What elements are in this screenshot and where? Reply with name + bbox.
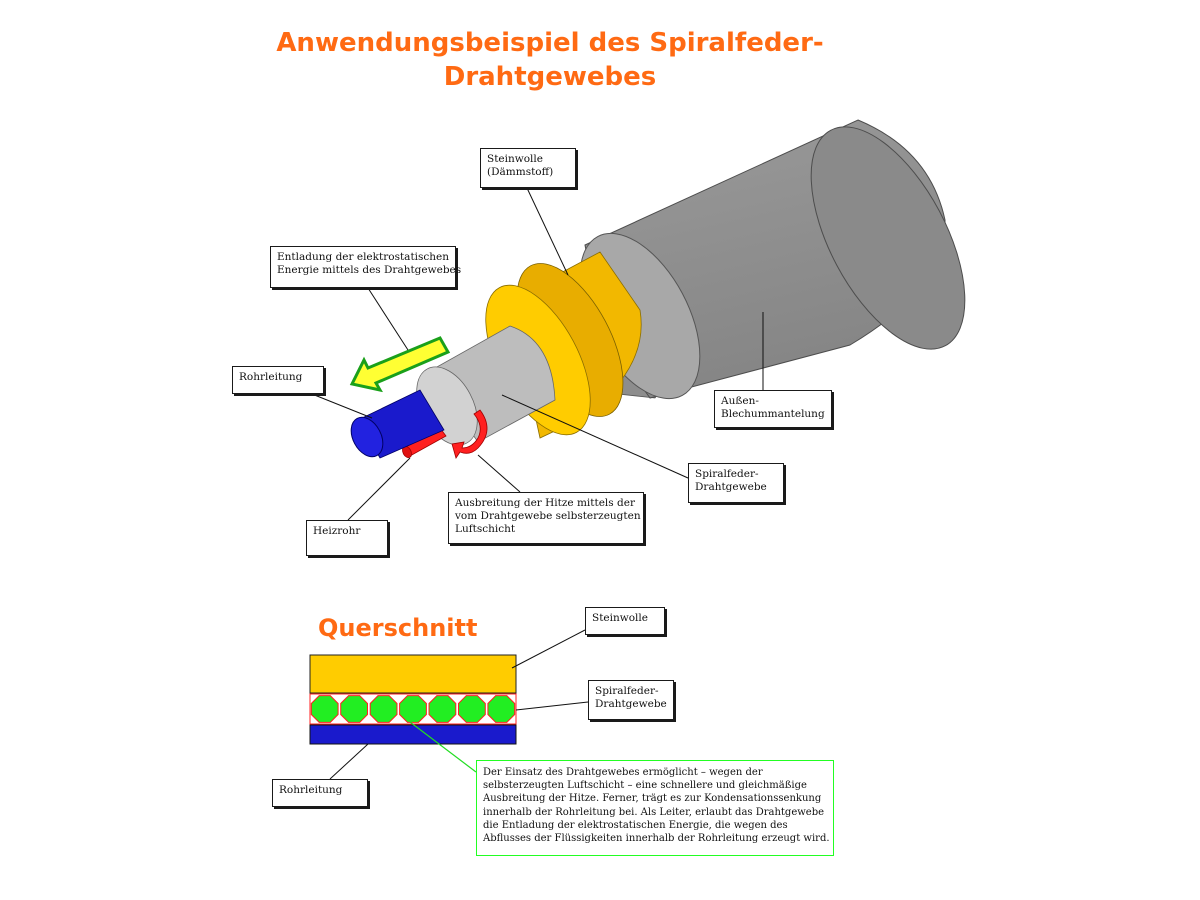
leader-rohrleitung-top [311,393,373,419]
label-spiralfeder-top: Spiralfeder- Drahtgewebe [688,463,784,503]
note-line: selbsterzeugten Luftschicht – eine schne… [483,780,807,792]
label-line: (Dämmstoff) [487,166,554,178]
mesh-cell [399,695,427,723]
note-line: innerhalb der Rohrleitung bei. Als Leite… [483,806,825,818]
mesh-cell [340,695,368,723]
label-steinwolle-bottom: Steinwolle [585,607,665,635]
label-line: vom Drahtgewebe selbsterzeugten [455,510,641,522]
label-line: Blechummantelung [721,408,825,420]
mesh-cell [310,695,339,723]
leader-rohr2 [329,743,369,780]
label-ausbreitung: Ausbreitung der Hitze mittels der vom Dr… [448,492,644,544]
pipe [350,389,445,459]
label-line: Außen- [721,395,759,407]
label-line: Steinwolle [487,153,543,165]
heating-tube [402,427,447,459]
label-rohrleitung-top: Rohrleitung [232,366,324,394]
note-box: Der Einsatz des Drahtgewebes ermöglicht … [476,760,834,856]
note-line: Der Einsatz des Drahtgewebes ermöglicht … [483,767,763,778]
note-line: Abflusses der Flüssigkeiten innerhalb de… [483,833,830,845]
leader-spiral2 [515,701,589,711]
label-line: Rohrleitung [239,371,303,383]
title-line-2: Drahtgewebes [443,62,657,92]
leader-spiralfeder-top [501,394,689,479]
label-line: Spiralfeder- [595,685,659,697]
label-line: Rohrleitung [279,784,343,796]
leader-heizrohr [347,457,411,521]
leader-entladung [367,287,409,351]
label-line: Energie mittels des Drahtgewebes [277,264,462,276]
heat-spread-arrow [451,409,488,459]
discharge-arrow [349,336,451,393]
note-line: Ausbreitung der Hitze. Ferner, trägt es … [483,793,822,805]
outer-jacket-end-cap [810,126,966,350]
leader-stein2 [511,629,586,669]
cross-section-steinwolle-band [309,654,517,694]
pipe-end-face [350,416,384,458]
label-line: Steinwolle [592,612,648,624]
cross-section-title: Querschnitt [318,614,478,642]
label-line: Entladung der elektrostatischen [277,251,450,263]
cross-section-mesh-cells [310,695,516,723]
mesh-cell [458,695,486,723]
label-line: Drahtgewebe [595,698,667,710]
label-spiralfeder-bottom: Spiralfeder- Drahtgewebe [588,680,674,720]
leader-ausbreitung [477,454,521,493]
label-entladung: Entladung der elektrostatischen Energie … [270,246,462,288]
label-line: Luftschicht [455,523,516,535]
label-steinwolle-daemmstoff: Steinwolle (Dämmstoff) [480,148,576,188]
label-aussen-blechummantelung: Außen- Blechummantelung [714,390,832,428]
cross-section [309,629,589,780]
mesh-cell [428,695,457,723]
leader-note [409,721,477,773]
label-line: Heizrohr [313,525,361,537]
label-line: Ausbreitung der Hitze mittels der [455,497,635,509]
mesh-cell [369,695,398,723]
label-heizrohr: Heizrohr [306,520,388,556]
mesh-cell [487,695,516,723]
leader-lines [311,187,764,521]
cross-section-rohrleitung-band [309,724,517,745]
title-line-1: Anwendungsbeispiel des Spiralfeder- [276,28,824,58]
note-line: die Entladung der elektrostatischen Ener… [483,819,788,831]
label-line: Drahtgewebe [695,481,767,493]
label-rohrleitung-bottom: Rohrleitung [272,779,368,807]
label-line: Spiralfeder- [695,468,759,480]
leader-steinwolle [526,187,569,276]
